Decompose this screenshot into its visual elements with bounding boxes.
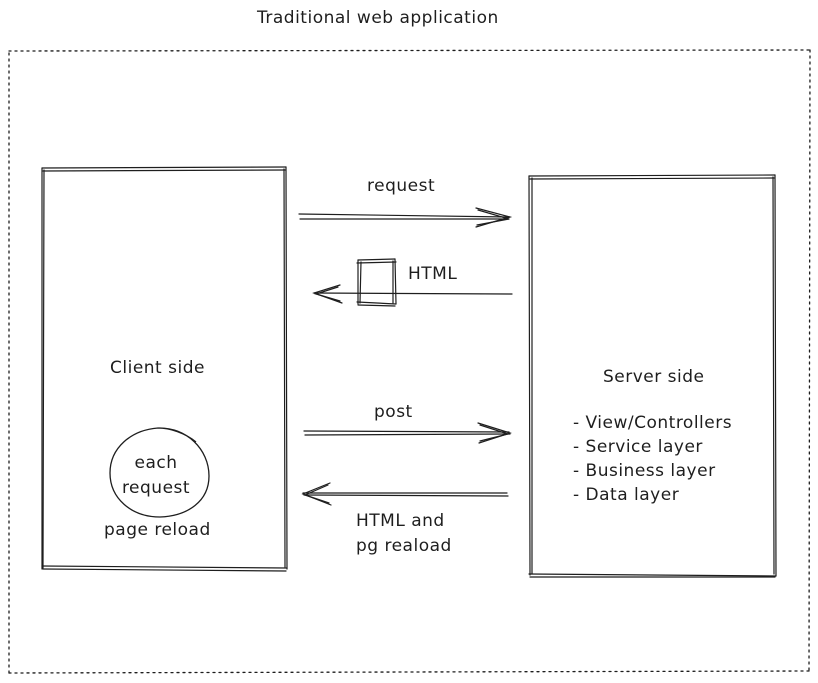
diagram-title: Traditional web application bbox=[257, 8, 499, 28]
post-arrow-label: post bbox=[374, 402, 413, 422]
server-layer-item: - Data layer bbox=[573, 485, 680, 505]
client-side-label: Client side bbox=[110, 358, 205, 378]
server-side-label: Server side bbox=[603, 367, 705, 387]
server-layer-item: - View/Controllers bbox=[573, 413, 733, 433]
server-box bbox=[528, 174, 777, 578]
html-arrow bbox=[312, 284, 513, 304]
html-arrow-label: HTML bbox=[408, 264, 458, 284]
html-reload-arrow bbox=[301, 482, 509, 506]
html-reload-line-1: HTML and bbox=[356, 511, 445, 531]
post-arrow bbox=[303, 422, 512, 444]
each-request-circle bbox=[109, 427, 210, 518]
page-reload-label: page reload bbox=[104, 520, 211, 540]
html-document-icon bbox=[356, 258, 397, 307]
html-reload-line-2: pg reaload bbox=[356, 536, 452, 556]
server-layer-item: - Business layer bbox=[573, 461, 716, 481]
request-arrow bbox=[298, 207, 513, 228]
html-reload-arrow-label: HTML and pg reaload bbox=[356, 509, 452, 559]
server-layer-item: - Service layer bbox=[573, 437, 703, 457]
each-request-label: each request bbox=[121, 453, 191, 498]
request-arrow-label: request bbox=[367, 176, 436, 196]
client-box bbox=[41, 166, 288, 572]
outer-frame bbox=[8, 49, 811, 674]
server-layer-list: - View/Controllers - Service layer - Bus… bbox=[573, 411, 732, 507]
